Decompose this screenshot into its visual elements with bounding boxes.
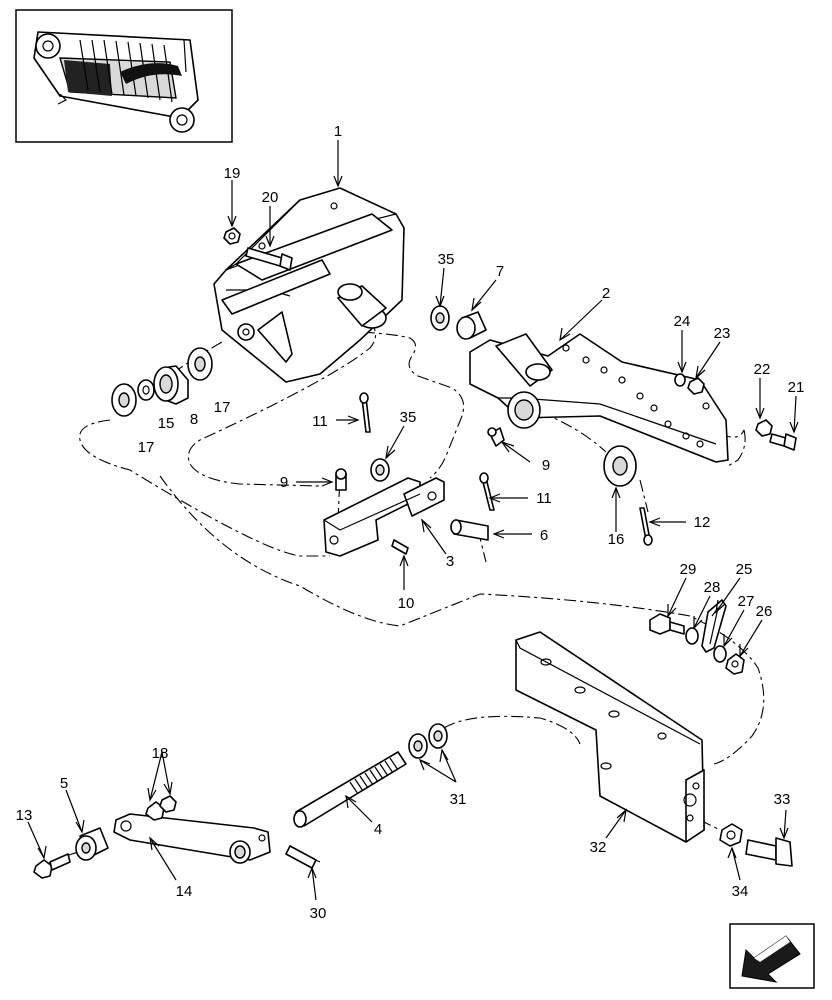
callout-10: 10 (398, 595, 415, 612)
callout-35-mid: 35 (400, 409, 417, 426)
part-26-nut[interactable] (725, 653, 745, 675)
part-20-bolt[interactable] (245, 247, 293, 271)
callout-13: 13 (16, 807, 33, 824)
part-21-bolt[interactable] (769, 433, 797, 451)
part-17-washer-left[interactable] (111, 383, 137, 417)
callout-14: 14 (176, 883, 193, 900)
callout-27: 27 (738, 593, 755, 610)
callout-labels: 1 2 3 4 5 6 7 8 9 9 10 11 11 12 13 14 15… (16, 123, 805, 922)
callout-21: 21 (788, 379, 805, 396)
part-1-main-bracket[interactable] (213, 187, 405, 383)
callout-22: 22 (754, 361, 771, 378)
part-27-washer[interactable] (713, 645, 727, 663)
callout-33: 33 (774, 791, 791, 808)
leader-lines (27, 140, 799, 901)
callout-1: 1 (334, 123, 342, 140)
part-9-grease-fitting-right[interactable] (487, 427, 505, 447)
callout-31: 31 (450, 791, 467, 808)
machine-overview-icon[interactable] (15, 9, 233, 143)
part-8-bearing[interactable] (153, 365, 189, 405)
part-6-pin[interactable] (450, 519, 489, 541)
part-22-nut[interactable] (755, 419, 773, 437)
part-11-pin-upper[interactable] (359, 392, 371, 433)
callout-9-right: 9 (542, 457, 550, 474)
part-13-bolt[interactable] (33, 853, 71, 879)
callout-9-left: 9 (280, 474, 288, 491)
callout-34: 34 (732, 883, 749, 900)
callout-3: 3 (446, 553, 454, 570)
callout-18: 18 (152, 745, 169, 762)
part-2-arm-plate[interactable] (469, 333, 729, 463)
callout-7: 7 (496, 263, 504, 280)
callout-24: 24 (674, 313, 691, 330)
callout-11-lower: 11 (536, 490, 552, 507)
callout-16: 16 (608, 531, 625, 548)
callout-19: 19 (224, 165, 241, 182)
callout-32: 32 (590, 839, 607, 856)
part-19-nut[interactable] (223, 227, 241, 245)
part-11-pin-lower[interactable] (479, 472, 495, 511)
part-7-spacer[interactable] (456, 311, 487, 340)
callout-8: 8 (190, 411, 198, 428)
part-28-washer[interactable] (685, 627, 699, 645)
arrow-left-down-icon[interactable] (729, 923, 815, 989)
part-35-washer-mid[interactable] (370, 458, 390, 482)
part-29-bolt[interactable] (649, 613, 685, 635)
connection-lines (65, 313, 765, 863)
part-4-spring-rod[interactable] (293, 751, 407, 828)
part-17-washer-right[interactable] (187, 347, 213, 381)
callout-23: 23 (714, 325, 731, 342)
callout-17-right: 17 (214, 399, 231, 416)
callout-28: 28 (704, 579, 721, 596)
part-35-washer-top[interactable] (430, 305, 450, 331)
part-16-washer[interactable] (603, 445, 637, 487)
part-12-pin[interactable] (639, 507, 653, 546)
part-14-lever[interactable] (113, 813, 271, 864)
callout-6: 6 (540, 527, 548, 544)
part-30-pin[interactable] (285, 845, 317, 869)
part-32-mounting-plate[interactable] (515, 631, 705, 843)
part-23-nut[interactable] (687, 377, 705, 395)
part-25-link[interactable] (701, 599, 727, 653)
part-34-nut[interactable] (719, 823, 743, 847)
part-15-bushing[interactable] (137, 379, 155, 401)
callout-5: 5 (60, 775, 68, 792)
callout-4: 4 (374, 821, 382, 838)
callout-30: 30 (310, 905, 327, 922)
part-3-lower-bracket[interactable] (323, 477, 445, 557)
callout-2: 2 (602, 285, 610, 302)
callout-11-upper: 11 (312, 413, 328, 430)
part-31-washers[interactable] (408, 723, 448, 759)
callout-17-left: 17 (138, 439, 155, 456)
callout-29: 29 (680, 561, 697, 578)
callout-26: 26 (756, 603, 773, 620)
callout-12: 12 (694, 514, 711, 531)
part-33-bolt[interactable] (745, 837, 793, 867)
part-24-washer[interactable] (674, 373, 686, 387)
part-9-grease-fitting-left[interactable] (335, 468, 347, 491)
callout-15: 15 (158, 415, 175, 432)
part-18-nuts[interactable] (145, 795, 177, 821)
callout-25: 25 (736, 561, 753, 578)
callout-20: 20 (262, 189, 279, 206)
part-5-bushing[interactable] (75, 827, 109, 861)
callout-35-top: 35 (438, 251, 455, 268)
